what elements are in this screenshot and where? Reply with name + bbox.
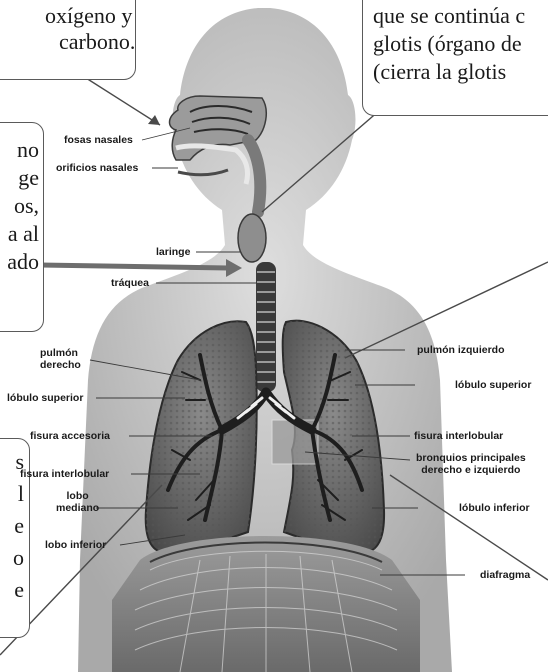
- callout-text: oxígeno y la: [45, 3, 136, 29]
- arrowhead: [148, 115, 160, 125]
- label-orificios-nasales: orificios nasales: [56, 162, 138, 174]
- label-traquea: tráquea: [111, 277, 149, 289]
- callout-text: e: [14, 513, 24, 539]
- label-lobulo-superior-left: lóbulo superior: [7, 392, 83, 404]
- callout-top-right: que se continúa c glotis (órgano de (cie…: [362, 0, 548, 116]
- diaphragm: [112, 536, 420, 672]
- label-fosas-nasales: fosas nasales: [64, 134, 133, 146]
- label-lobo-mediano: lobo mediano: [56, 490, 99, 514]
- callout-text: que se continúa c: [373, 3, 525, 29]
- callout-top-left: oxígeno y la carbono.: [0, 0, 136, 80]
- label-fisura-interlobular-left: fisura interlobular: [20, 468, 109, 480]
- label-line: pulmón: [40, 347, 81, 359]
- label-fisura-interlobular-right: fisura interlobular: [414, 430, 503, 442]
- label-fisura-accesoria: fisura accesoria: [30, 430, 110, 442]
- label-diafragma: diafragma: [480, 569, 530, 581]
- callout-text: ge: [18, 165, 39, 191]
- callout-text: l: [18, 481, 24, 507]
- label-line: bronquios principales: [416, 452, 526, 464]
- label-line: mediano: [56, 502, 99, 514]
- label-lobulo-inferior-right: lóbulo inferior: [459, 502, 530, 514]
- label-pulmon-izquierdo: pulmón izquierdo: [417, 344, 505, 356]
- label-bronquios: bronquios principales derecho e izquierd…: [416, 452, 526, 476]
- label-line: lobo: [56, 490, 99, 502]
- label-lobulo-superior-right: lóbulo superior: [455, 379, 531, 391]
- callout-text: (cierra la glotis: [373, 59, 506, 85]
- callout-text: a al: [8, 221, 39, 247]
- label-laringe: laringe: [156, 246, 190, 258]
- callout-text: carbono.: [59, 29, 135, 55]
- callout-mid-left: no ge os, a al ado: [0, 122, 44, 332]
- callout-text: e: [14, 577, 24, 603]
- label-lobo-inferior: lobo inferior: [45, 539, 106, 551]
- callout-text: ado: [7, 249, 39, 275]
- callout-text: no: [17, 137, 39, 163]
- callout-text: glotis (órgano de: [373, 31, 522, 57]
- label-line: derecho e izquierdo: [416, 464, 526, 476]
- label-pulmon-derecho: pulmón derecho: [40, 347, 81, 371]
- callout-text: o: [13, 545, 24, 571]
- label-line: derecho: [40, 359, 81, 371]
- callout-text: os,: [14, 193, 39, 219]
